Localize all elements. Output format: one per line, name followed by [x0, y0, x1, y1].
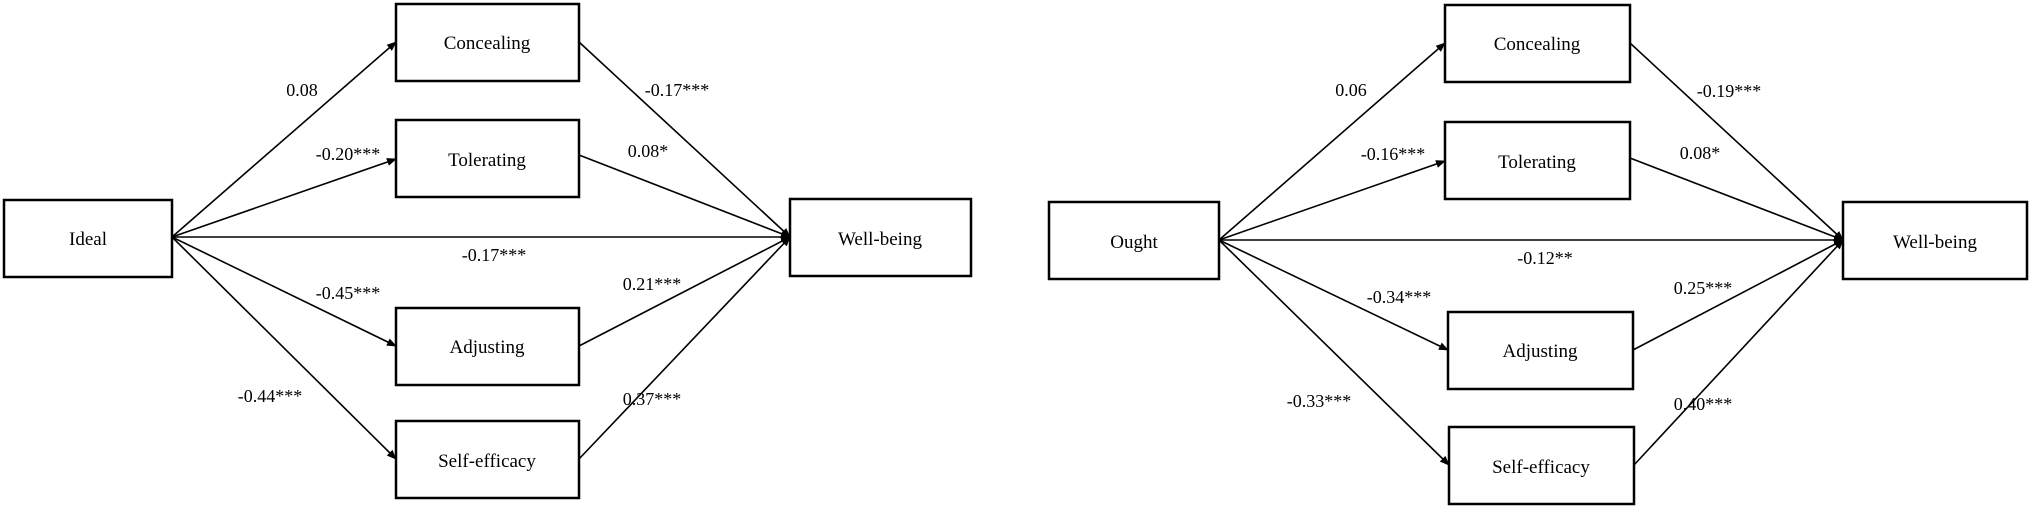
- coef-a-concealing: 0.06: [1335, 80, 1367, 100]
- coef-b-self-efficacy: 0.37***: [623, 389, 682, 409]
- coef-b-adjusting: 0.21***: [623, 274, 682, 294]
- node-self-efficacy-label: Self-efficacy: [438, 451, 536, 472]
- panel-ought: Ought Concealing Tolerating Adjusting Se…: [1047, 3, 2029, 506]
- coef-a-adjusting: -0.45***: [316, 283, 381, 303]
- coef-a-adjusting: -0.34***: [1367, 287, 1432, 307]
- path-self-efficacy-to-wellbeing: [578, 236, 791, 460]
- path-self-efficacy-to-wellbeing: [1633, 239, 1844, 466]
- node-predictor-label: Ought: [1110, 232, 1158, 253]
- node-adjusting-label: Adjusting: [1503, 341, 1578, 362]
- path-ideal-to-self-efficacy: [171, 236, 397, 460]
- node-adjusting-box: [394, 306, 581, 387]
- coef-a-concealing: 0.08: [286, 80, 318, 100]
- coef-a-self-efficacy: -0.44***: [238, 386, 303, 406]
- node-self-efficacy-label: Self-efficacy: [1492, 457, 1590, 478]
- node-predictor-box: [2, 198, 174, 279]
- node-outcome-box: [1841, 200, 2029, 281]
- coef-b-tolerating: 0.08*: [628, 141, 669, 161]
- coef-b-adjusting: 0.25***: [1674, 278, 1733, 298]
- node-concealing-label: Concealing: [1494, 34, 1581, 55]
- node-predictor-label: Ideal: [69, 229, 107, 250]
- coef-direct: -0.12**: [1517, 248, 1573, 268]
- coef-a-tolerating: -0.20***: [316, 144, 381, 164]
- panel-ideal: Ideal Concealing Tolerating Adjusting Se…: [2, 2, 973, 500]
- node-outcome-label: Well-being: [1893, 232, 1977, 253]
- node-tolerating-label: Tolerating: [448, 150, 526, 171]
- path-ideal-to-concealing: [171, 41, 397, 238]
- path-ideal-to-tolerating: [171, 158, 397, 238]
- path-concealing-to-wellbeing: [578, 41, 791, 238]
- node-concealing-box: [1443, 3, 1632, 84]
- path-ought-to-adjusting: [1218, 239, 1449, 351]
- node-predictor-box: [1047, 200, 1221, 281]
- node-adjusting-label: Adjusting: [450, 337, 525, 358]
- path-ought-to-tolerating: [1218, 160, 1446, 241]
- path-ideal-to-adjusting: [171, 236, 397, 347]
- node-outcome-box: [788, 197, 973, 278]
- coef-b-concealing: -0.19***: [1697, 81, 1762, 101]
- path-ought-to-self-efficacy: [1218, 239, 1450, 466]
- coef-b-concealing: -0.17***: [645, 80, 710, 100]
- coef-a-self-efficacy: -0.33***: [1287, 391, 1352, 411]
- node-self-efficacy-box: [394, 419, 581, 500]
- node-concealing-box: [394, 2, 581, 83]
- node-self-efficacy-box: [1447, 425, 1636, 506]
- path-ought-to-concealing: [1218, 42, 1446, 241]
- path-concealing-to-wellbeing: [1629, 42, 1844, 241]
- coef-b-self-efficacy: 0.40***: [1674, 394, 1733, 414]
- node-tolerating-box: [1443, 120, 1632, 201]
- node-adjusting-box: [1446, 310, 1635, 391]
- path-tolerating-to-wellbeing: [1629, 157, 1844, 241]
- path-adjusting-to-wellbeing: [1632, 239, 1844, 351]
- coef-b-tolerating: 0.08*: [1680, 143, 1721, 163]
- path-adjusting-to-wellbeing: [578, 236, 791, 347]
- node-tolerating-label: Tolerating: [1498, 152, 1576, 173]
- node-tolerating-box: [394, 118, 581, 199]
- node-concealing-label: Concealing: [444, 33, 531, 54]
- node-outcome-label: Well-being: [838, 229, 922, 250]
- coef-direct: -0.17***: [462, 245, 527, 265]
- path-tolerating-to-wellbeing: [578, 154, 791, 238]
- coef-a-tolerating: -0.16***: [1361, 144, 1426, 164]
